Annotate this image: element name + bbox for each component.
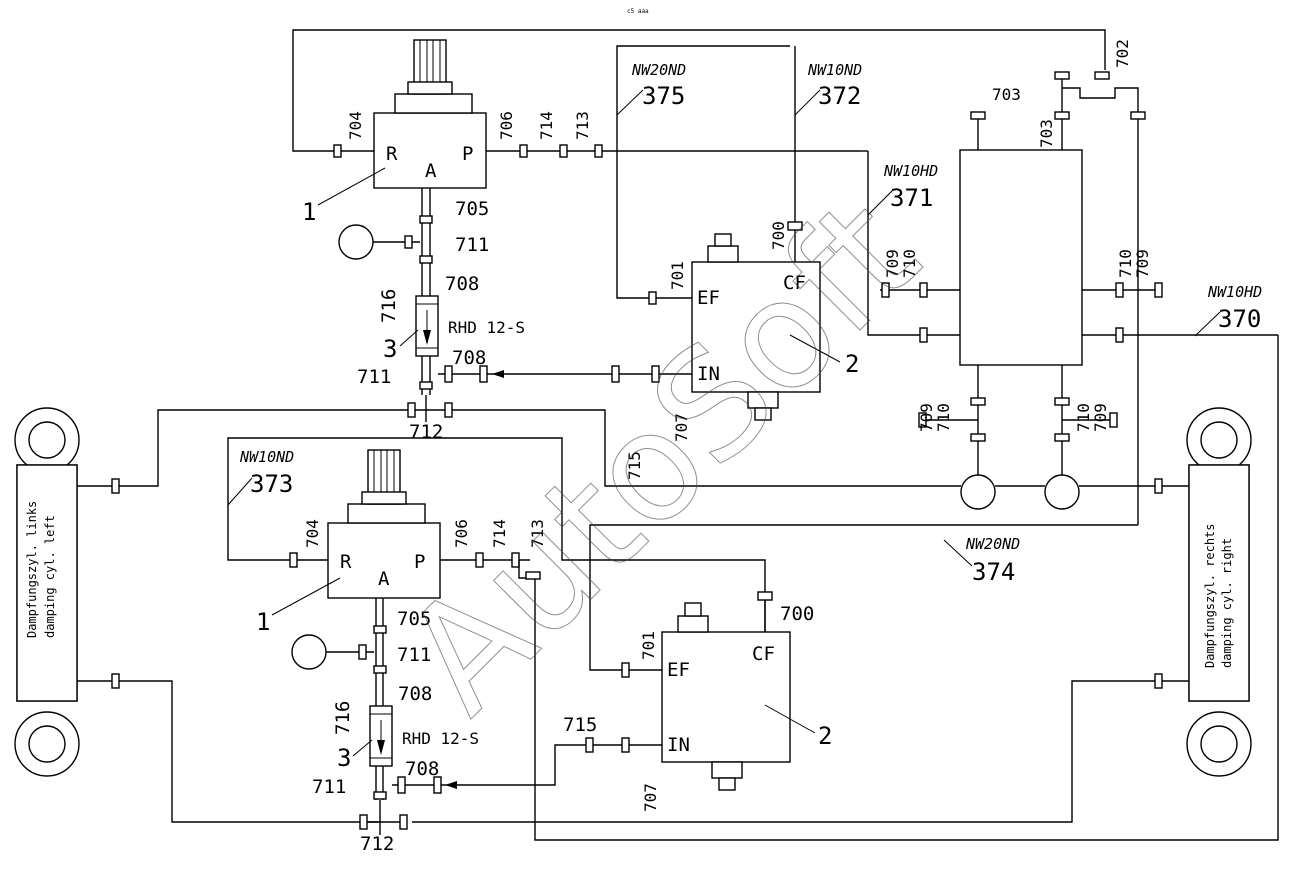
hose-labels-upper: NW20ND 375 NW10ND 372 NW10HD 371 NW10HD … [616, 61, 1262, 337]
hose-375-spec: NW20ND [631, 61, 686, 79]
part-710d: 710 [1074, 403, 1093, 432]
left-cyl-line2: damping cyl. left [43, 515, 57, 638]
lower-flow-block: EF CF IN 2 700 701 715 707 [563, 591, 832, 812]
hose-371-num: 371 [890, 184, 933, 212]
part-708b: 708 [452, 347, 486, 369]
lower-valve-ref: 1 [256, 608, 270, 636]
upper-valve-ref: 1 [302, 198, 316, 226]
upper-valve-port-p: P [462, 143, 473, 165]
hose-labels-lower: NW10ND 373 NW20ND 374 715 [227, 448, 1020, 586]
hose-373-num: 373 [250, 470, 293, 498]
upper-block-ref: 2 [845, 350, 859, 378]
part-701b: 701 [639, 631, 658, 660]
part-712a: 712 [409, 421, 443, 443]
part-708c: 708 [398, 683, 432, 705]
hose-374-spec: NW20ND [965, 535, 1020, 553]
part-715b: 715 [563, 714, 597, 736]
part-701a: 701 [668, 261, 687, 290]
lower-block-port-in: IN [667, 734, 690, 756]
part-714a: 714 [537, 111, 556, 140]
header-small-text: c5 aaa [627, 8, 649, 15]
part-700b: 700 [780, 603, 814, 625]
part-713b: 713 [528, 519, 547, 548]
part-716a: 716 [378, 289, 400, 323]
part-706a: 706 [497, 111, 516, 140]
left-cyl-line1: Dampfungszyl. links [25, 501, 39, 638]
part-716b: 716 [332, 701, 354, 735]
part-710b: 710 [1116, 249, 1135, 278]
part-714b: 714 [490, 519, 509, 548]
right-cyl-line1: Dampfungszyl. rechts [1203, 524, 1217, 669]
part-707a: 707 [672, 413, 691, 442]
part-703b: 703 [1037, 119, 1056, 148]
lower-check-ref: 3 [337, 744, 351, 772]
part-710a: 710 [900, 249, 919, 278]
hose-375-num: 375 [642, 82, 685, 110]
upper-block-port-in: IN [697, 363, 720, 385]
part-715a: 715 [625, 451, 644, 480]
hose-370-num: 370 [1218, 305, 1261, 333]
hose-370-spec: NW10HD [1207, 283, 1262, 301]
part-703a: 703 [992, 85, 1021, 104]
part-708a: 708 [445, 273, 479, 295]
lower-block-port-cf: CF [752, 643, 775, 665]
part-711d: 711 [312, 776, 346, 798]
part-709d: 709 [1091, 403, 1110, 432]
part-704a: 704 [346, 111, 365, 140]
hose-372-num: 372 [818, 82, 861, 110]
lower-check-label: RHD 12-S [402, 729, 479, 748]
part-709b: 709 [1133, 249, 1152, 278]
lower-block-ref: 2 [818, 722, 832, 750]
lower-valve-port-p: P [414, 551, 425, 573]
part-707b: 707 [641, 783, 660, 812]
part-700a: 700 [769, 221, 788, 250]
part-705b: 705 [397, 608, 431, 630]
distribution-block: 703 703 702 709 710 710 709 709 710 710 … [589, 39, 1278, 650]
upper-check-label: RHD 12-S [448, 318, 525, 337]
part-711c: 711 [397, 644, 431, 666]
part-702a: 702 [1113, 39, 1132, 68]
part-712b: 712 [360, 833, 394, 855]
hose-373-spec: NW10ND [239, 448, 294, 466]
upper-flow-block: EF CF IN 2 701 700 707 [611, 45, 859, 442]
part-705a: 705 [455, 198, 489, 220]
upper-valve-port-r: R [386, 143, 398, 165]
part-711b: 711 [357, 366, 391, 388]
upper-valve-lines: 704 706 714 713 705 711 708 716 RHD 12-S… [292, 29, 1106, 443]
hose-371-spec: NW10HD [883, 162, 938, 180]
part-709c: 709 [917, 403, 936, 432]
right-damping-cylinder: Dampfungszyl. rechts damping cyl. right [412, 335, 1279, 841]
right-cyl-line2: damping cyl. right [1220, 538, 1234, 668]
part-706b: 706 [452, 519, 471, 548]
upper-block-port-cf: CF [783, 272, 806, 294]
part-704b: 704 [303, 519, 322, 548]
upper-directional-valve: R A P 1 [302, 39, 487, 226]
upper-check-ref: 3 [383, 335, 397, 363]
part-708d: 708 [405, 758, 439, 780]
lower-directional-valve: R A P 1 [256, 449, 441, 636]
lower-valve-lines: 704 706 714 713 705 711 708 716 RHD 12-S… [227, 437, 766, 855]
hose-374-num: 374 [972, 558, 1015, 586]
left-damping-cylinder: Dampfungszyl. links damping cyl. left [14, 407, 408, 823]
part-710c: 710 [934, 403, 953, 432]
lower-block-port-ef: EF [667, 659, 690, 681]
part-711a: 711 [455, 234, 489, 256]
lower-valve-port-r: R [340, 551, 352, 573]
upper-block-port-ef: EF [697, 287, 720, 309]
part-713a: 713 [573, 111, 592, 140]
upper-valve-port-a: A [425, 160, 437, 182]
hose-372-spec: NW10ND [807, 61, 862, 79]
lower-valve-port-a: A [378, 568, 390, 590]
part-709a: 709 [883, 249, 902, 278]
